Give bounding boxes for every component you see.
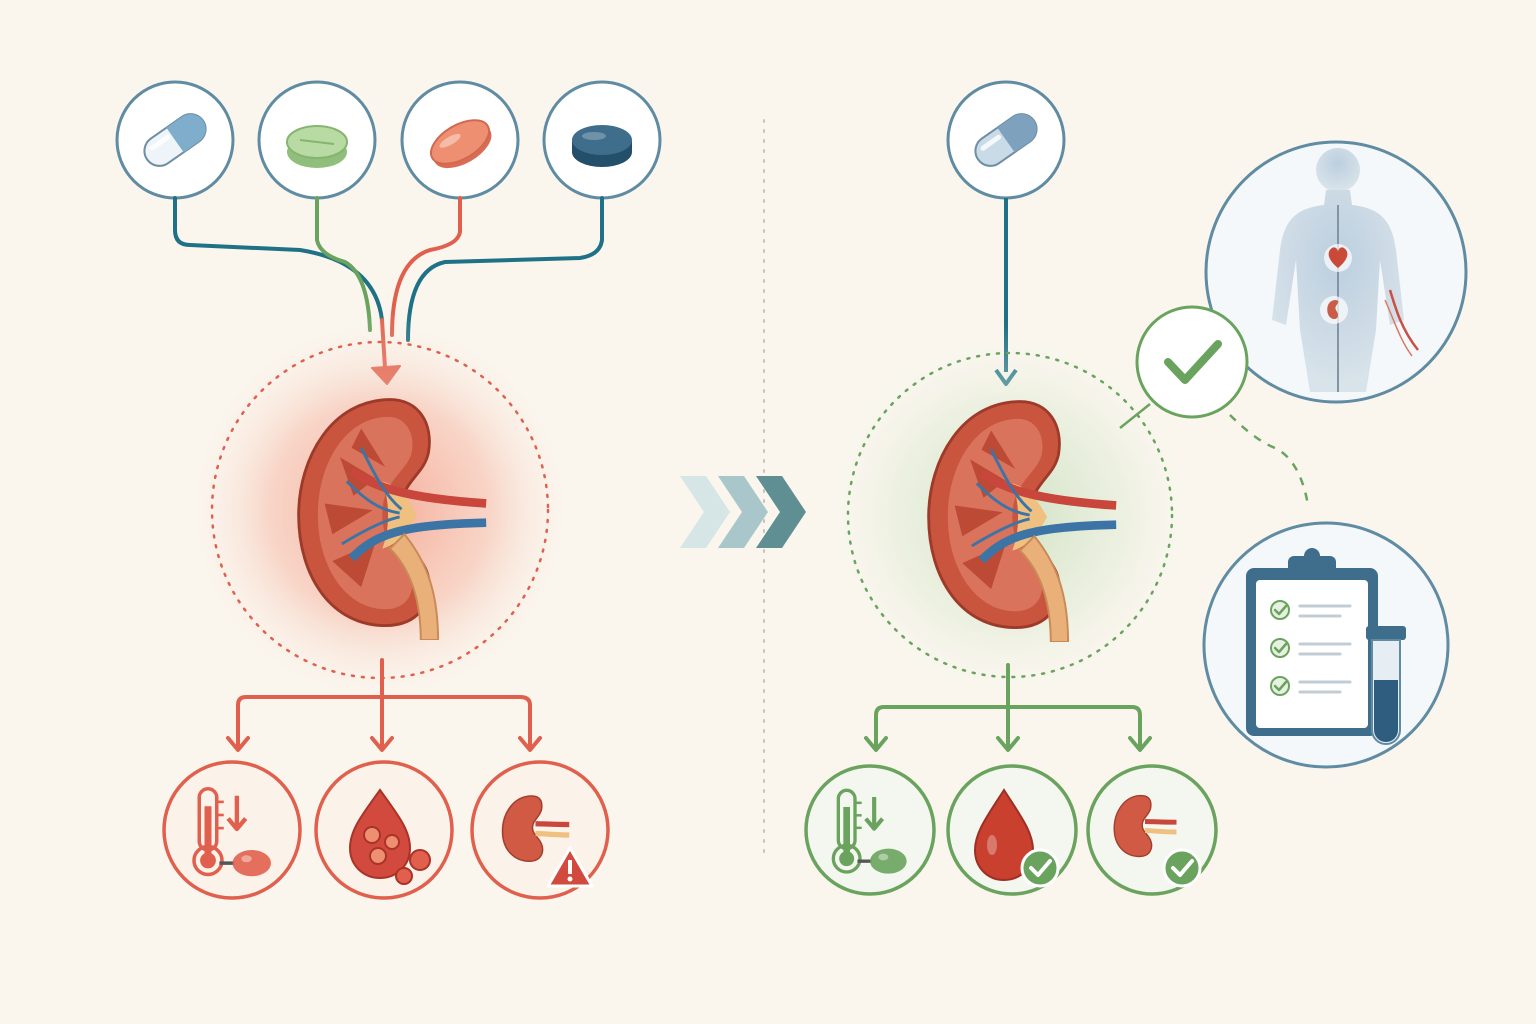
outcome-blood-pressure-drop bbox=[162, 760, 302, 900]
kidney-dotted-ring bbox=[846, 351, 1174, 679]
capsule-icon bbox=[974, 113, 1038, 167]
monitoring-body-circle bbox=[1204, 140, 1468, 404]
kidney-dotted-ring bbox=[210, 340, 550, 680]
medication-oval-tablet-circle bbox=[400, 80, 520, 200]
outcome-blood-cells bbox=[314, 760, 454, 900]
medication-capsule-circle bbox=[115, 80, 235, 200]
round-tablet-icon bbox=[286, 125, 348, 168]
outcome-branch-arrows bbox=[864, 663, 1152, 752]
blood-drop-check-icon bbox=[973, 788, 1060, 888]
capsule-icon bbox=[143, 113, 207, 167]
outcome-blood-healthy bbox=[946, 764, 1078, 896]
clipboard-test-tube-icon bbox=[1246, 548, 1406, 745]
left-panel bbox=[115, 80, 662, 900]
medication-round-tablet-circle bbox=[257, 80, 377, 200]
single-medication-circle bbox=[946, 80, 1066, 200]
outcome-blood-pressure-stable bbox=[804, 764, 936, 896]
right-panel bbox=[804, 80, 1468, 896]
warning-triangle-icon bbox=[546, 846, 594, 888]
blood-drop-cells-icon bbox=[348, 788, 431, 885]
converging-medication-lines bbox=[173, 196, 604, 385]
check-badge-icon bbox=[1020, 848, 1060, 888]
oval-tablet-icon bbox=[430, 119, 492, 169]
monitoring-clipboard-circle bbox=[1202, 521, 1450, 769]
chevrons-right-icon bbox=[680, 476, 806, 548]
monitoring-dashed-link bbox=[1229, 414, 1310, 506]
check-badge-icon bbox=[1164, 340, 1222, 384]
disc-tablet-icon bbox=[572, 125, 632, 167]
monitoring-check-circle bbox=[1119, 305, 1249, 429]
medication-disc-tablet-circle bbox=[542, 80, 662, 200]
outcome-kidney-healthy bbox=[1086, 764, 1218, 896]
outcome-branch-arrows bbox=[226, 658, 542, 752]
body-organs-icon bbox=[1272, 148, 1419, 392]
check-badge-icon bbox=[1162, 848, 1202, 888]
outcome-kidney-warning bbox=[470, 760, 610, 900]
